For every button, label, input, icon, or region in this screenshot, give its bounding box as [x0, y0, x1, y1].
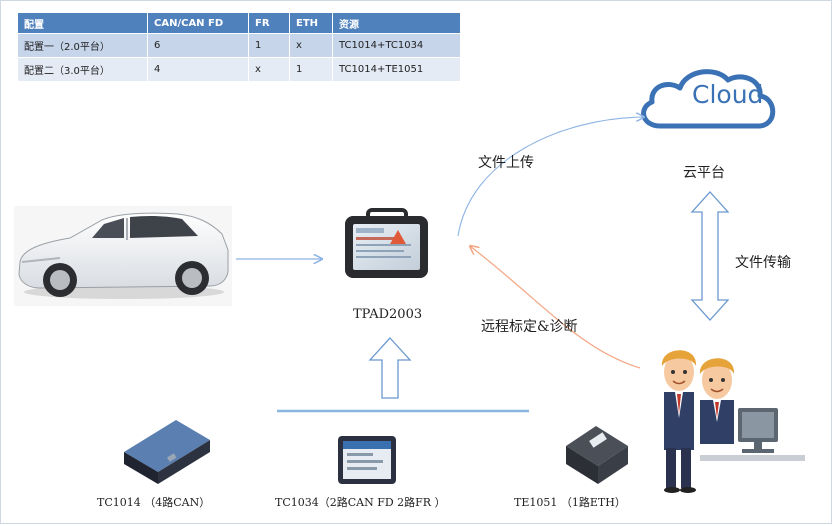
table-cell: 6 [147, 33, 249, 58]
header-fr: FR [248, 13, 290, 34]
table-cell: 4 [147, 57, 249, 82]
remote-label: 远程标定&诊断 [481, 319, 578, 335]
engineers-image [661, 350, 805, 493]
file-transfer-double-arrow [690, 191, 730, 321]
tc1014-device-image [124, 420, 210, 484]
file-upload-arrow [457, 117, 644, 237]
table-cell: TC1014+TE1051 [332, 57, 461, 82]
header-eth: ETH [289, 13, 333, 34]
up-arrow [368, 337, 412, 399]
config-table: 配置 CAN/CAN FD FR ETH 资源 配置一（2.0平台） 6 1 x… [18, 13, 461, 82]
te1051-label: TE1051 （1路ETH） [514, 496, 626, 509]
config-table-header: 配置 CAN/CAN FD FR ETH 资源 [18, 13, 461, 34]
table-row: 配置一（2.0平台） 6 1 x TC1014+TC1034 [18, 33, 461, 58]
cloud-platform-label: 云平台 [683, 165, 725, 181]
tc1034-device-image [338, 436, 396, 484]
tpad-label: TPAD2003 [353, 307, 423, 322]
header-resource: 资源 [332, 13, 461, 34]
header-can: CAN/CAN FD [147, 13, 249, 34]
table-cell: 配置二（3.0平台） [18, 57, 148, 82]
header-config: 配置 [18, 13, 148, 34]
table-cell: 配置一（2.0平台） [18, 33, 148, 58]
cloud-text: Cloud [692, 80, 764, 109]
tc1034-label: TC1034（2路CAN FD 2路FR ） [275, 496, 446, 509]
te1051-device-image [566, 426, 628, 484]
table-row: 配置二（3.0平台） 4 x 1 TC1014+TE1051 [18, 57, 461, 82]
tpad-device-image [345, 208, 428, 278]
table-cell: 1 [289, 57, 333, 82]
table-cell: 1 [248, 33, 290, 58]
table-cell: TC1014+TC1034 [332, 33, 461, 58]
table-cell: x [289, 33, 333, 58]
cloud-icon [641, 69, 776, 129]
tc1014-label: TC1014 （4路CAN） [97, 496, 211, 509]
car-image [14, 206, 232, 306]
file-upload-label: 文件上传 [478, 155, 534, 171]
table-cell: x [248, 57, 290, 82]
remote-arrow [470, 246, 641, 369]
file-transfer-label: 文件传输 [735, 255, 791, 271]
